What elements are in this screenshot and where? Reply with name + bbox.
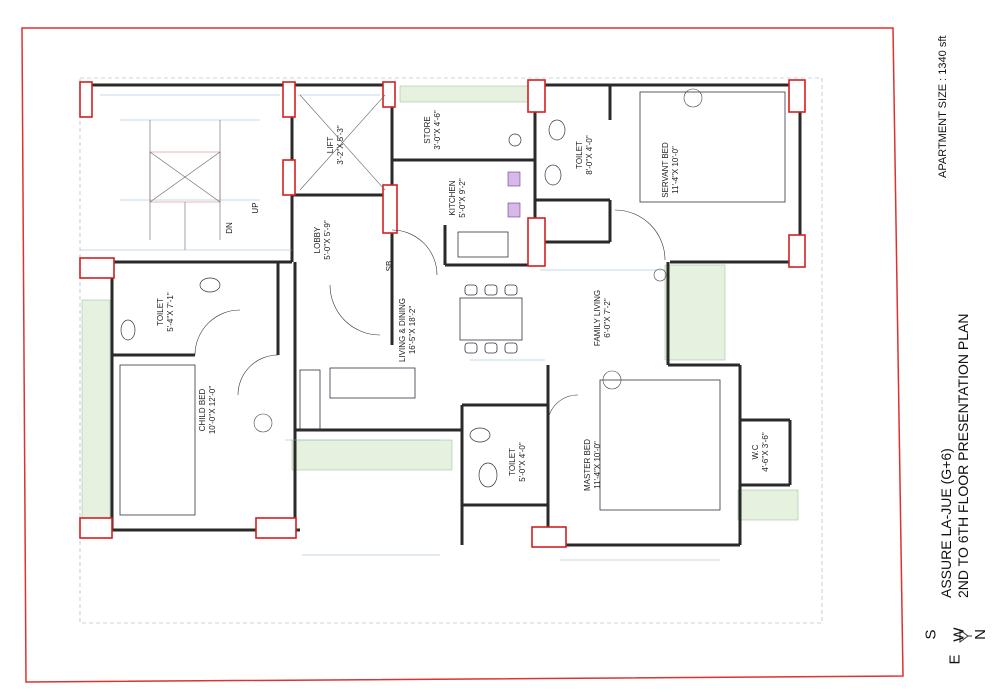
room-labels: LIFT3'-2"X 5'-3" LOBBY5'-0"X 5'-9" TOILE…	[156, 110, 770, 491]
label-line: STORE	[423, 116, 432, 143]
label-line: FAMILY LIVING	[593, 290, 602, 346]
label-line: 16'-5"X 18'-2"	[408, 306, 417, 354]
room-label-wc: W.C4'-6"X 3'-6"	[751, 432, 770, 472]
apartment-size: APARTMENT SIZE : 1340 sft	[937, 35, 949, 178]
label-line: SB	[385, 261, 394, 272]
label-line: DN	[225, 222, 234, 234]
room-label-lobby: LOBBY5'-0"X 5'-9"	[313, 220, 332, 260]
room-label-lift: LIFT3'-2"X 5'-3"	[326, 125, 345, 165]
sofa	[299, 367, 416, 431]
label-line: 8'-0"X 4'-0"	[585, 135, 594, 175]
staircase	[149, 120, 221, 250]
label-line: 5'-0"X 5'-9"	[323, 220, 332, 260]
room-label-living-dining: LIVING & DINING16'-5"X 18'-2"	[398, 298, 417, 362]
label-line: 4'-6"X 3'-6"	[761, 432, 770, 472]
room-label-servant-bed: SERVANT BED11'-4"X 10'-0"	[661, 142, 680, 198]
plot-boundary	[79, 77, 823, 624]
label-line: 6'-0"X 7'-2"	[603, 298, 612, 338]
label-line: 10'-0"X 12'-0"	[208, 386, 217, 434]
room-label-toilet-1: TOILET5'-4"X 7'-1"	[156, 292, 175, 332]
lift-shaft	[299, 94, 386, 191]
columns	[79, 79, 806, 548]
room-label-child-bed: CHILD BED10'-0"X 12'-0"	[198, 386, 217, 434]
landscape	[81, 85, 799, 521]
label-line: W.C	[751, 444, 760, 459]
project-name: ASSURE LA-JUE (G+6)	[938, 448, 954, 598]
compass-arrow	[958, 629, 972, 643]
label-line: 3'-2"X 5'-3"	[336, 125, 345, 165]
beds	[119, 91, 786, 516]
label-line: LOBBY	[313, 226, 322, 253]
label-line: LIFT	[326, 137, 335, 154]
compass-east: E	[946, 654, 964, 665]
room-label-family-living: FAMILY LIVING6'-0"X 7'-2"	[593, 290, 612, 346]
label-line: 5'-0"X 9'-2"	[458, 178, 467, 218]
label-line: TOILET	[508, 448, 517, 476]
room-label-store: STORE3'-0"X 4'-6"	[423, 110, 442, 150]
label-line: 3'-0"X 4'-6"	[433, 110, 442, 150]
label-line: LIVING & DINING	[398, 298, 407, 362]
room-label-toilet-3: TOILET8'-0"X 4'-0"	[575, 135, 594, 175]
sheet-border	[21, 27, 904, 683]
toilet-fixtures	[120, 119, 566, 488]
label-line: 5'-4"X 7'-1"	[166, 292, 175, 332]
label-line: CHILD BED	[198, 388, 207, 431]
label-line: TOILET	[575, 141, 584, 169]
stair-dn-label: DN	[225, 222, 234, 234]
dining-table	[459, 284, 523, 354]
label-line: 11'-4"X 10'-0"	[671, 146, 680, 194]
label-line: SERVANT BED	[661, 142, 670, 198]
label-line: KITCHEN	[448, 180, 457, 215]
label-line: 5'-0"X 4'-0"	[518, 442, 527, 482]
label-line: 11'-4"X 10'-0"	[593, 441, 602, 489]
kitchen-counter	[457, 171, 521, 258]
label-line: MASTER BED	[583, 439, 592, 491]
label-line: TOILET	[156, 298, 165, 326]
room-label-kitchen: KITCHEN5'-0"X 9'-2"	[448, 178, 467, 218]
plants	[253, 88, 703, 433]
compass-north: N	[971, 629, 989, 640]
compass-south: S	[922, 629, 940, 640]
plan-subtitle: 2ND TO 6TH FLOOR PRESENTATION PLAN	[955, 313, 971, 598]
stair-up-label: UP	[251, 202, 260, 213]
room-label-toilet-2: TOILET5'-0"X 4'-0"	[508, 442, 527, 482]
sb-label: SB	[385, 261, 394, 272]
doors	[194, 209, 666, 421]
compass-west: W	[950, 627, 968, 642]
label-line: UP	[251, 202, 260, 213]
room-label-master-bed: MASTER BED11'-4"X 10'-0"	[583, 439, 602, 491]
construction-lines	[80, 94, 720, 561]
